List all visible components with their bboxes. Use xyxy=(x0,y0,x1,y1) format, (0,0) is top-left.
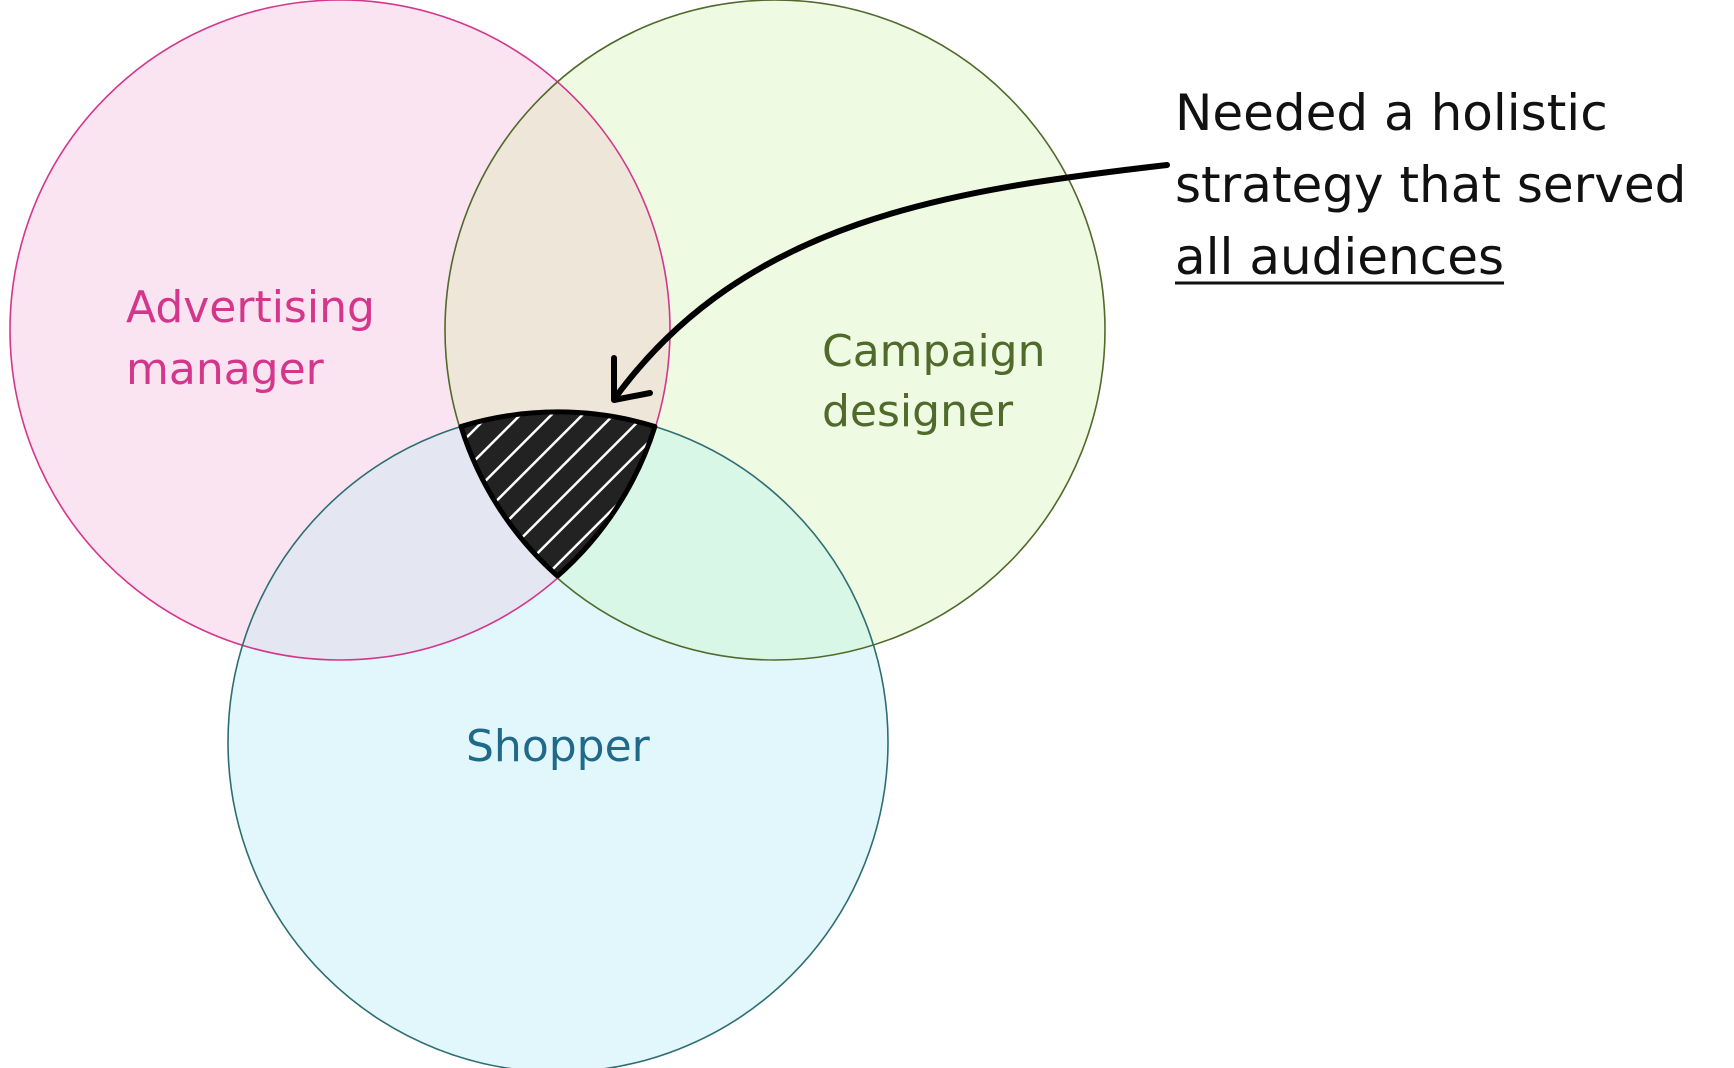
label-line: Shopper xyxy=(466,721,651,772)
overlap-advertising-shopper xyxy=(228,412,670,660)
label-advertising-manager: Advertising manager xyxy=(126,282,389,395)
callout-line-2: strategy that served xyxy=(1175,156,1686,214)
label-shopper: Shopper xyxy=(466,721,651,772)
label-line: manager xyxy=(126,344,325,395)
label-line: designer xyxy=(822,386,1014,437)
callout-arrowhead xyxy=(611,355,653,403)
callout-line-1: Needed a holistic xyxy=(1175,84,1608,142)
outline-campaign-designer xyxy=(444,0,1106,661)
callout-arrow xyxy=(612,162,1170,401)
center-intersection-outline xyxy=(458,409,658,579)
callout-line-3: all audiences xyxy=(1175,228,1504,286)
callout-text: Needed a holistic strategy that served a… xyxy=(1175,84,1702,286)
overlap-campaign-shopper xyxy=(445,412,888,660)
label-campaign-designer: Campaign designer xyxy=(822,326,1059,437)
label-line: Advertising xyxy=(126,282,375,333)
outline-advertising-manager xyxy=(9,0,671,661)
label-line: Campaign xyxy=(822,326,1045,377)
